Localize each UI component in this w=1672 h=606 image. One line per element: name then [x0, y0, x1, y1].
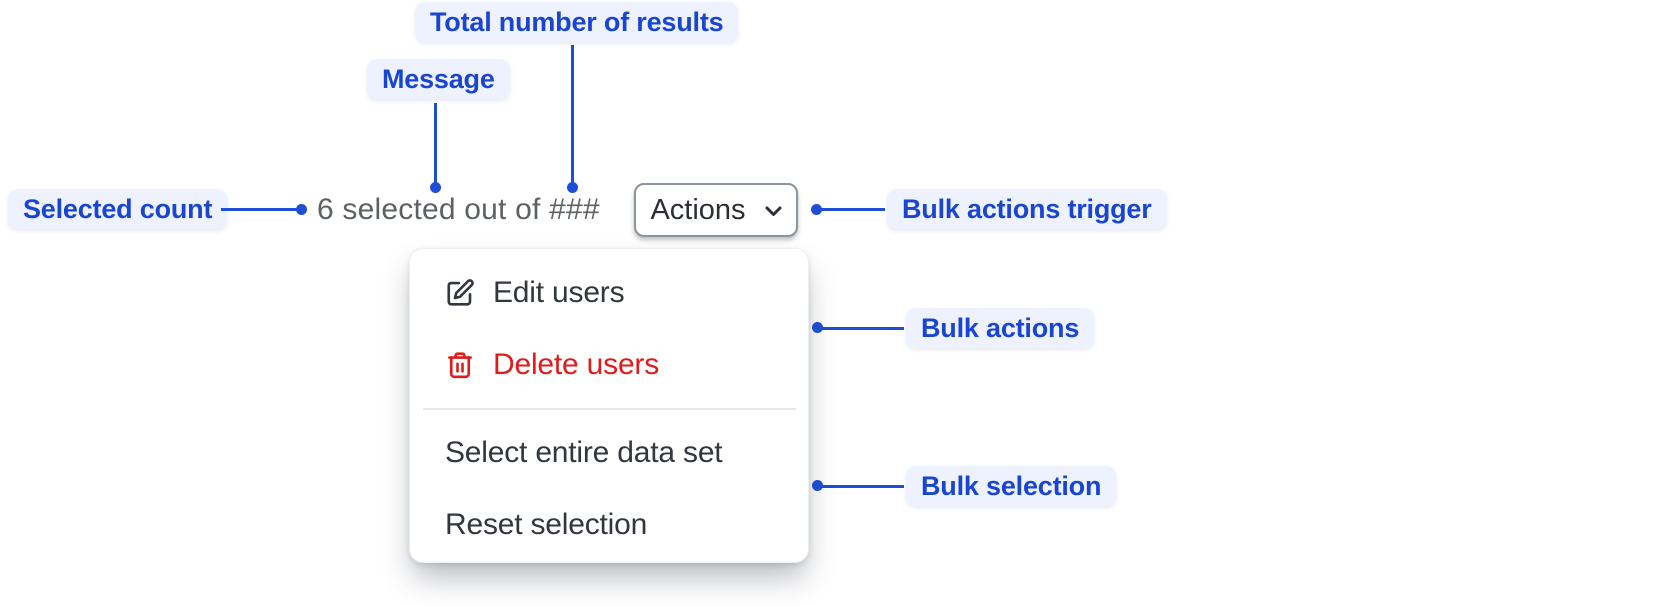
connector-dot-message: [430, 182, 441, 193]
trash-icon: [445, 350, 475, 380]
bulk-actions-menu: Edit users Delete users Select entire da…: [409, 248, 809, 563]
menu-item-select-entire-data-set[interactable]: Select entire data set: [410, 417, 808, 489]
chevron-down-icon: [765, 206, 782, 217]
menu-item-edit-users[interactable]: Edit users: [410, 257, 808, 329]
edit-pencil-icon: [445, 278, 475, 308]
selection-count-message: 6 selected out of ###: [317, 193, 600, 226]
bulk-actions-trigger-button[interactable]: Actions: [634, 183, 798, 237]
connector-dot-selected-count: [296, 204, 307, 215]
annotation-label-bulk-selection: Bulk selection: [906, 466, 1117, 506]
connector-dot-bulk-actions-trigger: [811, 204, 822, 215]
connector-line-total-results: [571, 45, 574, 183]
connector-dot-bulk-selection: [812, 480, 823, 491]
connector-line-bulk-actions-trigger: [821, 208, 885, 211]
annotation-label-bulk-actions-trigger: Bulk actions trigger: [887, 189, 1167, 229]
menu-item-label: Edit users: [493, 276, 625, 309]
connector-dot-bulk-actions: [812, 322, 823, 333]
menu-item-label: Delete users: [493, 348, 660, 381]
connector-line-bulk-selection: [822, 485, 904, 488]
bulk-actions-trigger-label: Actions: [650, 193, 746, 226]
connector-line-bulk-actions: [822, 327, 904, 330]
menu-divider: [423, 408, 796, 410]
connector-line-selected-count: [221, 208, 297, 211]
menu-item-delete-users[interactable]: Delete users: [410, 329, 808, 401]
menu-item-reset-selection[interactable]: Reset selection: [410, 489, 808, 561]
annotation-label-message: Message: [367, 59, 510, 99]
connector-line-message: [434, 103, 437, 183]
menu-item-label: Select entire data set: [445, 436, 723, 469]
annotation-label-total-results: Total number of results: [415, 2, 739, 42]
connector-dot-total-results: [567, 182, 578, 193]
annotation-label-selected-count: Selected count: [8, 189, 228, 229]
annotation-label-bulk-actions: Bulk actions: [906, 308, 1095, 348]
menu-item-label: Reset selection: [445, 508, 648, 541]
